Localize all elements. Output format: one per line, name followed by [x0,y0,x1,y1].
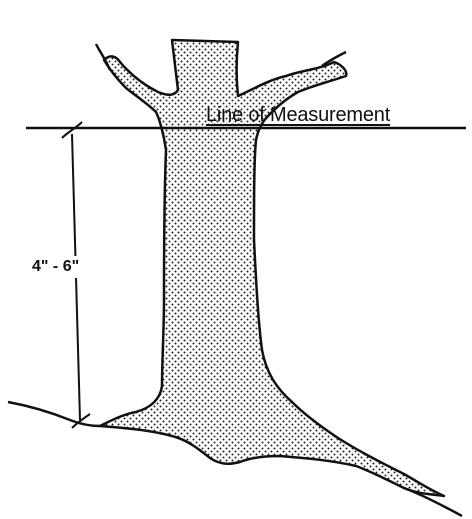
tree-trunk-icon [98,38,446,498]
dimension-tick-top [61,121,83,139]
height-range-label: 4" - 6" [30,256,82,278]
branch-right-icon [321,50,347,68]
ground-line-right [403,486,463,518]
dimension-tick-bottom [71,413,91,429]
ground-line [7,400,101,428]
branch-left-icon [94,43,112,71]
measurement-line-label: Line of Measurement [206,104,391,126]
